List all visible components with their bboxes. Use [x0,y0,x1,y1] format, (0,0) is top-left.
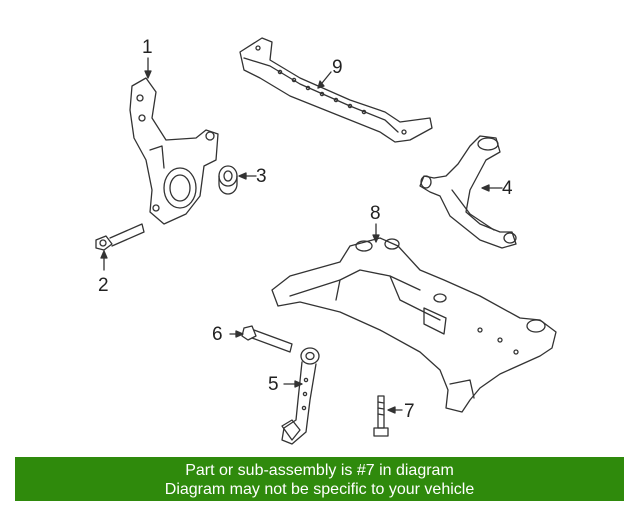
callout-label-8: 8 [370,203,381,224]
lower-control-arm-part-4 [419,135,517,249]
callout-label-7: 7 [404,401,415,422]
part-notice-banner: Part or sub-assembly is #7 in diagram Di… [15,457,624,501]
banner-line-part-number: Part or sub-assembly is #7 in diagram [185,462,454,479]
bolt-part-6 [229,325,293,353]
steering-knuckle-part-1 [129,57,219,225]
crossmember-bar-part-9 [239,37,433,143]
bracket-part-5 [281,347,320,445]
callout-label-6: 6 [212,324,223,345]
callout-label-3: 3 [256,166,267,187]
callout-label-9: 9 [332,57,343,78]
banner-line-disclaimer: Diagram may not be specific to your vehi… [164,481,475,498]
bushing-part-3 [218,165,257,195]
callout-label-2: 2 [98,275,109,296]
subframe-part-8 [271,223,557,413]
long-bolt-part-2 [95,223,145,271]
callout-label-1: 1 [142,37,153,58]
callout-label-5: 5 [268,374,279,395]
callout-label-4: 4 [502,178,513,199]
bolt-part-7 [373,395,403,437]
